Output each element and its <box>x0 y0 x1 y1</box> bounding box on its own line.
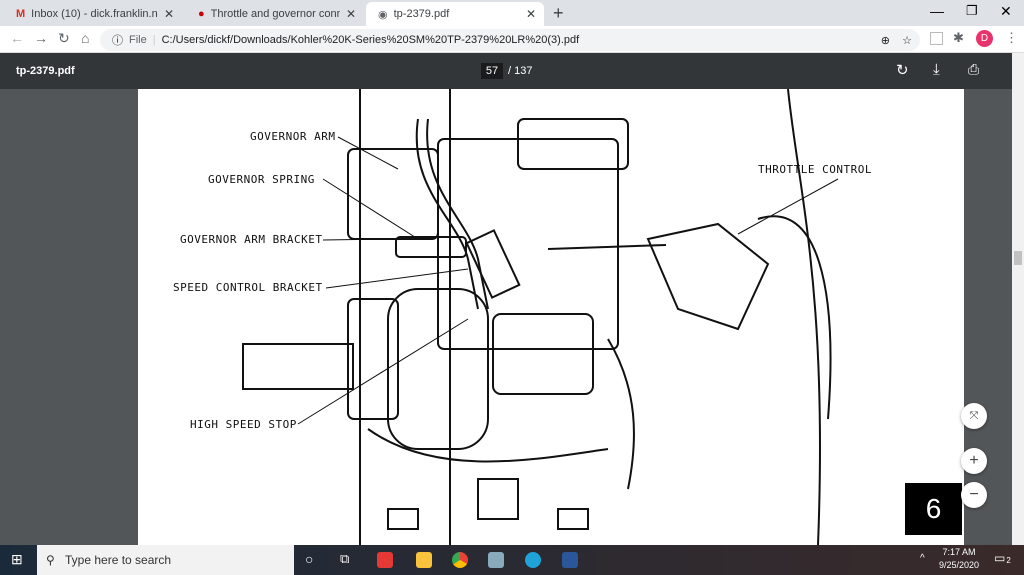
close-window-button[interactable]: ✕ <box>1000 3 1012 19</box>
close-icon[interactable]: ✕ <box>345 7 356 21</box>
label-speed-control-bracket: SPEED CONTROL BRACKET <box>173 281 323 294</box>
minimize-button[interactable]: — <box>930 3 944 19</box>
url-input[interactable]: ⓘ File | C:/Users/dickf/Downloads/Kohler… <box>100 29 920 51</box>
label-high-speed-stop: HIGH SPEED STOP <box>190 418 297 431</box>
address-bar: ← → ↻ ⌂ ⓘ File | C:/Users/dickf/Download… <box>0 26 1024 53</box>
globe-icon: ◉ <box>378 8 388 21</box>
bookmark-star-icon[interactable]: ☆ <box>902 34 912 47</box>
label-throttle-control: THROTTLE CONTROL <box>758 163 872 176</box>
fit-page-button[interactable]: ⤧ <box>961 403 987 429</box>
windows-start-icon[interactable]: ⊞ <box>11 551 23 567</box>
page-number-input[interactable]: 57 <box>481 63 503 79</box>
label-governor-arm: GOVERNOR ARM <box>250 130 336 143</box>
rotate-icon[interactable]: ↻ <box>896 62 909 79</box>
menu-icon[interactable]: ⋮ <box>1005 30 1018 45</box>
task-view-icon[interactable]: ⧉ <box>340 551 350 566</box>
clock-date: 9/25/2020 <box>938 560 980 570</box>
avatar[interactable]: D <box>976 30 993 47</box>
paint-icon[interactable] <box>488 552 504 568</box>
clock-time: 7:17 AM <box>942 547 976 557</box>
back-button[interactable]: ← <box>10 30 24 46</box>
label-governor-arm-bracket: GOVERNOR ARM BRACKET <box>180 233 323 246</box>
figure-page-number: 6 <box>905 483 962 535</box>
page-total: / 137 <box>508 65 533 77</box>
extensions-puzzle-icon[interactable]: ✱ <box>953 30 964 45</box>
clock[interactable]: 7:17 AM 9/25/2020 <box>934 546 984 572</box>
zoom-icon[interactable]: ⊕ <box>880 34 890 47</box>
close-icon[interactable]: ✕ <box>525 7 536 21</box>
gmail-app-icon[interactable] <box>377 552 393 568</box>
reload-button[interactable]: ↻ <box>58 30 70 46</box>
taskbar-search-input[interactable]: ⚲Type here to search <box>37 545 294 575</box>
engine-diagram <box>242 89 839 545</box>
extension-icon[interactable] <box>930 32 943 45</box>
search-icon: ⚲ <box>46 553 55 567</box>
chrome-icon[interactable] <box>452 552 468 568</box>
taskbar: ⊞ ⚲Type here to search ○ ⧉ ^ 7:17 AM 9/2… <box>0 545 1024 575</box>
site-icon: ● <box>198 8 205 20</box>
file-explorer-icon[interactable] <box>416 552 432 568</box>
tab-throttle[interactable]: ●Throttle and governor connectio✕ <box>198 7 356 21</box>
restore-button[interactable]: ❐ <box>966 3 978 18</box>
download-icon[interactable]: ⤓ <box>933 61 940 78</box>
zoom-out-button[interactable]: − <box>961 482 987 508</box>
zoom-in-button[interactable]: + <box>961 448 987 474</box>
label-governor-spring: GOVERNOR SPRING <box>208 173 315 186</box>
word-icon[interactable] <box>562 552 578 568</box>
edge-icon[interactable] <box>525 552 541 568</box>
tray-chevron-icon[interactable]: ^ <box>920 553 925 564</box>
cortana-icon[interactable]: ○ <box>305 551 314 567</box>
forward-button[interactable]: → <box>34 30 48 46</box>
new-tab-button[interactable]: + <box>553 3 564 23</box>
tab-pdf[interactable]: ◉tp-2379.pdf✕ <box>366 2 544 26</box>
pdf-page: GOVERNOR ARM GOVERNOR SPRING GOVERNOR AR… <box>138 89 964 545</box>
info-icon: ⓘ <box>112 35 123 47</box>
gmail-icon: M <box>16 8 26 20</box>
pdf-title: tp-2379.pdf <box>16 65 75 77</box>
close-icon[interactable]: ✕ <box>163 7 174 21</box>
scrollbar[interactable] <box>1012 53 1024 545</box>
notifications-icon[interactable]: ▭2 <box>994 551 1011 565</box>
home-button[interactable]: ⌂ <box>81 30 90 46</box>
pdf-toolbar: tp-2379.pdf 57 / 137 ↻ ⤓ ⎙ <box>0 53 1012 89</box>
print-icon[interactable]: ⎙ <box>968 61 980 77</box>
